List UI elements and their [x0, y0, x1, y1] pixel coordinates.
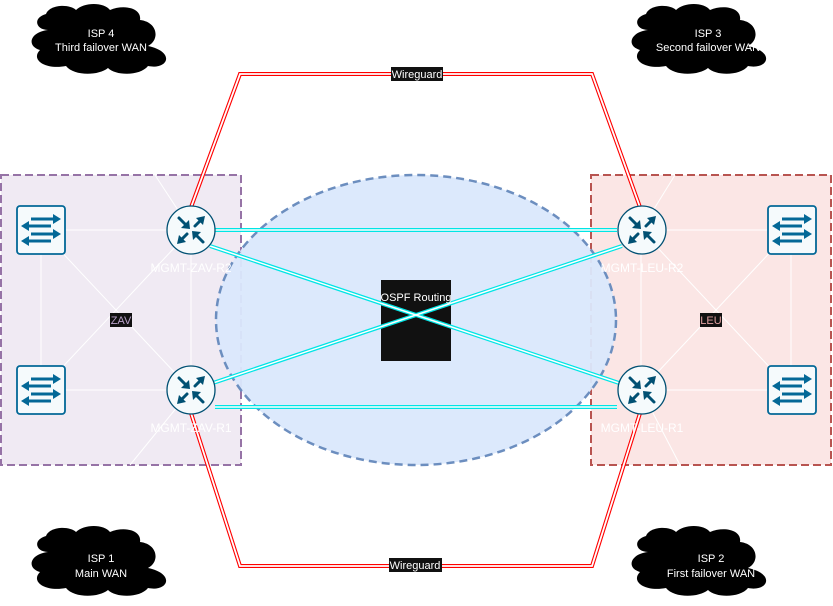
cloud-isp3-line2: Second failover WAN: [656, 42, 760, 54]
zone-label-zav: ZAV: [111, 315, 132, 327]
wireguard-label-bottom: Wireguard: [390, 560, 441, 572]
router-leu-r2[interactable]: [616, 204, 668, 256]
ospf-routing-label: OSPF Routing: [381, 292, 452, 304]
router-label-leu-r2: MGMT-LEU-R2: [601, 261, 684, 275]
router-label-zav-r1: MGMT-ZAV-R1: [150, 421, 231, 435]
switch-leu-bottom[interactable]: [766, 364, 818, 416]
cloud-isp1-line2: Main WAN: [75, 568, 127, 580]
cloud-isp4: ISP 4 Third failover WAN: [31, 4, 167, 74]
cloud-isp2-line1: ISP 2: [698, 553, 725, 565]
wireguard-label-top: Wireguard: [392, 69, 443, 81]
router-zav-r1[interactable]: [165, 364, 217, 416]
switch-zav-bottom[interactable]: [15, 364, 67, 416]
router-label-zav-r2: MGMT-ZAV-R2: [150, 261, 231, 275]
cloud-isp2-line2: First failover WAN: [667, 568, 755, 580]
router-leu-r1[interactable]: [616, 364, 668, 416]
zone-label-leu: LEU: [700, 315, 721, 327]
cloud-isp4-line2: Third failover WAN: [55, 42, 147, 54]
switch-leu-top[interactable]: [766, 204, 818, 256]
router-zav-r2[interactable]: [165, 204, 217, 256]
router-label-leu-r1: MGMT-LEU-R1: [601, 421, 684, 435]
cloud-isp4-line1: ISP 4: [88, 28, 115, 40]
ospf-routing-box: [381, 280, 451, 361]
ospf-tunnels: [209, 228, 623, 409]
cloud-isp1-line1: ISP 1: [88, 553, 115, 565]
cloud-isp2: ISP 2 First failover WAN: [631, 526, 767, 596]
cloud-isp1: ISP 1 Main WAN: [31, 526, 167, 596]
switch-zav-top[interactable]: [15, 204, 67, 256]
cloud-isp3-line1: ISP 3: [695, 28, 722, 40]
cloud-isp3: ISP 3 Second failover WAN: [631, 4, 767, 74]
